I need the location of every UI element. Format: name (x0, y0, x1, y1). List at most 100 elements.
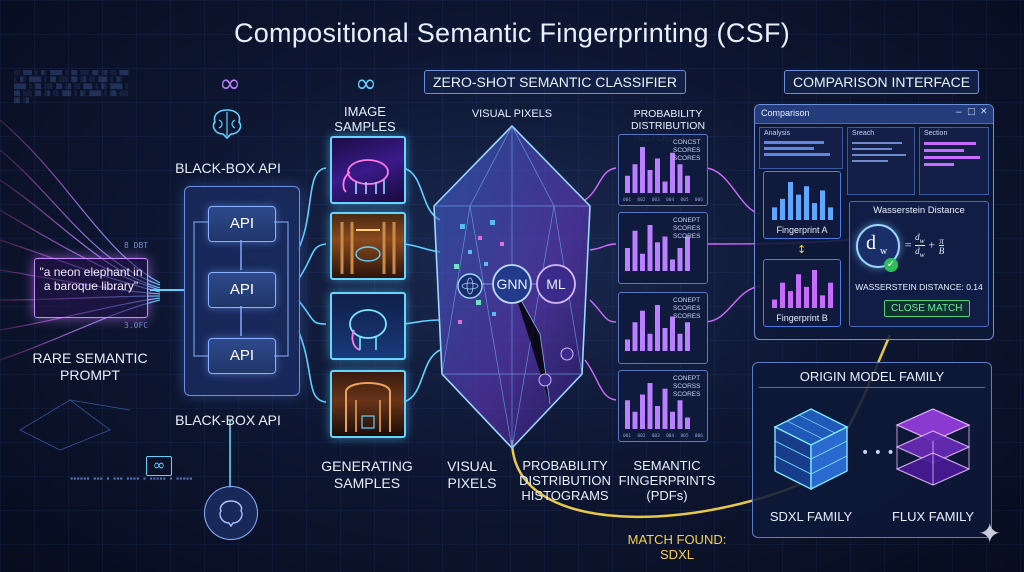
histogram-bar (780, 198, 785, 220)
match-found-label: MATCH FOUND: SDXL (627, 532, 727, 562)
sample-image-3 (330, 292, 406, 360)
histogram-bar (632, 164, 638, 193)
histogram-chart-2 (625, 225, 690, 271)
histogram-bar (625, 400, 630, 429)
network-decoration (19, 399, 131, 451)
histogram-bar (812, 203, 817, 220)
side-tag-2: 3.0FC (124, 321, 149, 330)
histogram-bar (685, 175, 690, 193)
sample-image-1 (330, 136, 406, 204)
histogram-bar (670, 411, 675, 429)
histogram-bar (670, 152, 675, 193)
histogram-bar (655, 305, 660, 351)
histogram-bar (772, 299, 777, 308)
close-match-button[interactable]: CLOSE MATCH (884, 300, 970, 317)
histogram-bar (804, 186, 809, 220)
histogram-bar (625, 248, 630, 271)
histogram-tag-4: CONEPT SCORSS SCORES (673, 375, 701, 398)
histogram-bar (670, 259, 675, 271)
histogram-bar (677, 333, 683, 351)
histogram-bar (662, 388, 668, 429)
api-box-3: API (208, 338, 276, 374)
crystal-label-bottom: VISUAL PIXELS (447, 458, 497, 491)
infinity-logo-icon: ∞ (219, 69, 241, 99)
histogram-bar (625, 175, 630, 193)
histogram-bar (640, 253, 645, 271)
histogram-bar (772, 207, 777, 220)
histogram-bar (647, 225, 653, 271)
fingerprint-b-card: Fingerprint B (763, 259, 841, 327)
fingerprints-label: SEMANTIC FINGERPRINTS (PDFs) (618, 458, 716, 503)
side-tag-1: 8 DBT (124, 241, 149, 250)
sdxl-cube-icon (773, 408, 849, 491)
histogram-tag-1: CONCST SCORES SCORES (673, 139, 701, 162)
histogram-bar (655, 242, 660, 271)
histogram-bar (677, 400, 683, 429)
swap-arrows-icon: ↕ (797, 243, 807, 256)
ellipsis-icon: • • • (861, 445, 895, 461)
api-label-top: BLACK-BOX API (175, 160, 281, 176)
flux-layers-icon (895, 408, 971, 486)
gnn-node: GNN (496, 276, 528, 292)
wasserstein-result: WASSERSTEIN DISTANCE: 0.14 (855, 282, 983, 292)
brain-icon (207, 104, 247, 144)
tab-analysis[interactable]: Analysis (764, 130, 791, 137)
histogram-bar (632, 230, 638, 271)
search-pane[interactable]: Sreach (847, 127, 915, 195)
infinity-small-icon: ∞ (146, 456, 172, 476)
histogram-bar (655, 406, 660, 429)
family-flux: FLUX FAMILY (891, 509, 975, 524)
api-label-bottom: BLACK-BOX API (175, 412, 281, 428)
histogram-bar (685, 417, 690, 429)
tab-section[interactable]: Section (924, 130, 948, 137)
close-icon[interactable]: ✕ (980, 107, 988, 117)
comparison-window-title: Comparison (761, 108, 810, 118)
histogram-card-2: CONEPT SCORES SCORES (618, 212, 708, 284)
prompt-label: RARE SEMANTIC PROMPT (32, 350, 148, 383)
histogram-tag-3: CONEPT SCORES SCORES (673, 297, 701, 320)
prompt-text: "a neon elephant in a baroque library" (39, 265, 143, 293)
analysis-pane[interactable]: Analysis (759, 127, 843, 169)
fingerprint-a-chart (772, 182, 833, 220)
histogram-bar (820, 295, 825, 308)
comparison-window: Comparison − □ ✕ Analysis Sreach Section… (754, 104, 994, 340)
classifier-crystal (433, 124, 591, 450)
api-box-2: API (208, 272, 276, 308)
fingerprint-a-card: Fingerprint A (763, 171, 841, 239)
origin-heading: ORIGIN MODEL FAMILY (799, 369, 945, 384)
histogram-bar (640, 310, 645, 351)
code-texture: ░░ ▒▒▒ ░ ▒░ ▒▒▒▒ ░ ▒▒ ░░░ ▒▒ ░▒ ░░ ▒▒▒ ░… (14, 70, 129, 104)
fingerprint-b-chart (772, 270, 833, 308)
maximize-icon[interactable]: □ (967, 107, 976, 117)
sample-image-4 (330, 370, 406, 438)
tab-search[interactable]: Sreach (852, 130, 875, 137)
arrows-api-to-samples (297, 167, 327, 403)
histogram-bar (647, 170, 653, 193)
histogram-bar (632, 411, 638, 429)
histogram-bar (640, 147, 645, 193)
crystal-label-top: VISUAL PIXELS (471, 108, 553, 120)
prompt-box: "a neon elephant in a baroque library" (34, 258, 148, 318)
histogram-bar (796, 194, 801, 220)
infinity-logo-icon-2: ∞ (355, 69, 377, 99)
diagram-title: Compositional Semantic Fingerprinting (C… (233, 18, 791, 48)
sparkle-icon: ✦ (978, 517, 1002, 550)
arrows-crystal-to-histograms (584, 167, 617, 401)
histogram-tag-2: CONEPT SCORES SCORES (673, 217, 701, 240)
histogram-card-3: CONEPT SCORES SCORES (618, 292, 708, 364)
histogram-bar (828, 282, 833, 308)
histogram-bar (780, 282, 785, 308)
classifier-header: ZERO-SHOT SEMANTIC CLASSIFIER (424, 70, 686, 94)
histogram-bar (632, 322, 638, 351)
origin-panel: ORIGIN MODEL FAMILY • • • SDXL FAMILY FL… (752, 362, 992, 538)
ml-node: ML (546, 276, 566, 292)
sample-image-2 (330, 212, 406, 280)
fingerprint-b-label: Fingerprint B (776, 313, 828, 323)
section-pane[interactable]: Section (919, 127, 989, 195)
minimize-icon[interactable]: − (955, 108, 963, 118)
